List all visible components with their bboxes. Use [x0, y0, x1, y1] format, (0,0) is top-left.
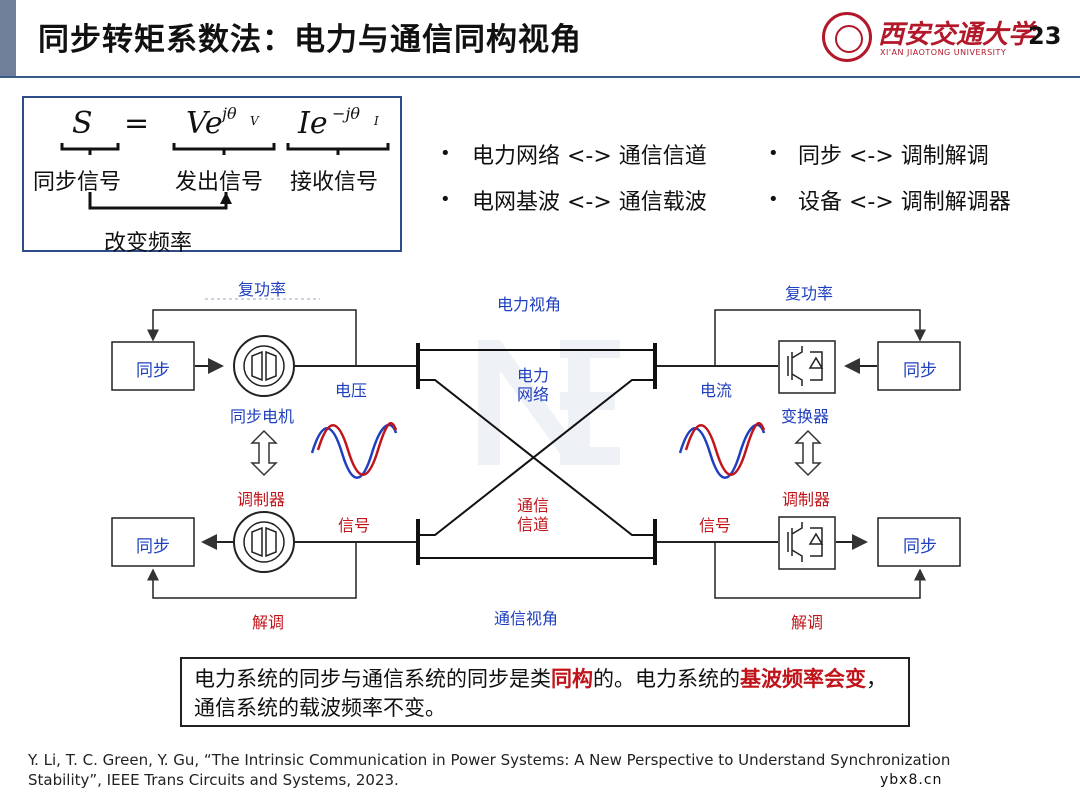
- label-complex-power-left: 复功率: [238, 280, 287, 299]
- label-power-network: 电力 网络: [517, 366, 550, 404]
- label-voltage: 电压: [335, 381, 368, 400]
- header-bar: [0, 0, 1080, 76]
- formula-equals: =: [124, 106, 150, 141]
- bullet-dot: •: [440, 143, 451, 164]
- bullet-item: 设备 <-> 调制解调器: [798, 190, 1011, 215]
- bullet-dot: •: [768, 143, 779, 164]
- machine-icon: [233, 335, 295, 573]
- label-recv-signal: 接收信号: [290, 170, 379, 195]
- formula-box: [22, 96, 402, 252]
- label-demod-left: 解调: [252, 613, 285, 632]
- citation: Y. Li, T. C. Green, Y. Gu, “The Intrinsi…: [28, 751, 951, 789]
- site-watermark: ybx8.cn: [880, 772, 943, 788]
- conclusion-text: 电力系统的同步与通信系统的同步是类: [194, 667, 551, 691]
- label-comm-view: 通信视角: [494, 609, 559, 628]
- page-number: 23: [1028, 22, 1062, 50]
- label-change-freq: 改变频率: [104, 231, 193, 256]
- bullet-dot: •: [440, 189, 451, 210]
- conclusion-text: 的。电力系统的: [593, 667, 740, 691]
- header-rule: [0, 76, 1080, 78]
- formula-S: S: [72, 106, 93, 141]
- conclusion-text: ，通信系统的载波频率不变。: [194, 667, 887, 720]
- label-signal-right: 信号: [699, 516, 732, 535]
- formula-V: Ve: [186, 106, 223, 141]
- university-seal-icon: [822, 12, 872, 62]
- formula-I-exp: −jθ: [332, 104, 360, 123]
- university-logo-en: XI'AN JIAOTONG UNIVERSITY: [880, 48, 1007, 57]
- header-accent: [0, 0, 16, 76]
- sync-block-top-right: 同步: [903, 361, 937, 381]
- label-complex-power-right: 复功率: [785, 284, 834, 303]
- label-signal-left: 信号: [338, 516, 371, 535]
- bullet-dot: •: [768, 189, 779, 210]
- formula-V-sub: V: [250, 114, 259, 128]
- conclusion-box: 电力系统的同步与通信系统的同步是类同构的。电力系统的基波频率会变，通信系统的载波…: [180, 657, 910, 727]
- bullet-item: 电力网络 <-> 通信信道: [472, 144, 707, 169]
- label-modulator-right: 调制器: [782, 490, 831, 509]
- formula-I: Ie: [298, 106, 328, 141]
- bullet-item: 电网基波 <-> 通信载波: [472, 190, 707, 215]
- university-logo-text: 西安交通大学: [878, 20, 1035, 50]
- sync-block-bottom-left: 同步: [136, 537, 170, 557]
- sync-block-bottom-right: 同步: [903, 537, 937, 557]
- background-watermark-logo: [478, 340, 620, 465]
- formula-I-sub: I: [374, 114, 379, 128]
- formula-braces: [60, 143, 390, 210]
- label-current: 电流: [700, 381, 733, 400]
- label-sync-machine: 同步电机: [230, 407, 295, 426]
- label-power-view: 电力视角: [497, 295, 562, 314]
- highlight-isomorphic: 同构: [551, 667, 593, 691]
- label-comm-channel: 通信 信道: [517, 496, 550, 534]
- formula-V-exp: jθ: [222, 104, 237, 123]
- label-modulator-left: 调制器: [237, 490, 286, 509]
- label-sync-signal: 同步信号: [33, 170, 122, 195]
- label-demod-right: 解调: [791, 613, 824, 632]
- label-send-signal: 发出信号: [175, 170, 264, 195]
- bullet-item: 同步 <-> 调制解调: [798, 144, 989, 169]
- highlight-freq-change: 基波频率会变: [740, 667, 866, 691]
- sync-block-top-left: 同步: [136, 361, 170, 381]
- label-converter: 变换器: [781, 407, 830, 426]
- page-title: 同步转矩系数法：电力与通信同构视角: [38, 22, 582, 58]
